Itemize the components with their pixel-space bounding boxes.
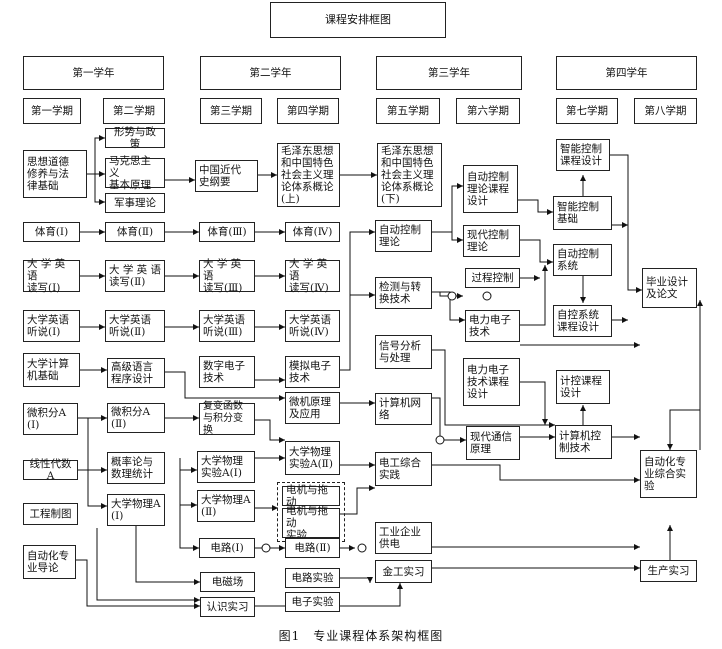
course-intelligent-control: 智能控制 基础 bbox=[553, 196, 612, 230]
year-second: 第二学年 bbox=[200, 56, 341, 90]
course-microcomputer: 微机原理 及应用 bbox=[285, 392, 340, 424]
semester-8: 第八学期 bbox=[634, 98, 697, 124]
course-motor-drive: 电机与拖动 bbox=[282, 484, 340, 508]
course-pe-3: 体育(Ⅲ) bbox=[199, 222, 255, 242]
year-fourth: 第四学年 bbox=[556, 56, 697, 90]
course-programming: 高级语言 程序设计 bbox=[107, 358, 165, 388]
course-pe-4: 体育(Ⅳ) bbox=[285, 222, 340, 242]
course-electronics-lab: 电子实验 bbox=[285, 592, 340, 612]
course-mao-theory-1: 毛泽东思想 和中国特色 社会主义理 论体系概论 (上) bbox=[277, 143, 340, 207]
course-english-rw-3: 大 学 英 语 读写(Ⅲ) bbox=[199, 258, 255, 294]
course-industrial-power-supply: 工业企业 供电 bbox=[375, 522, 432, 554]
course-power-electronics-design: 电力电子 技术课程 设计 bbox=[463, 358, 520, 406]
course-computer-basics: 大学计算 机基础 bbox=[23, 353, 80, 387]
course-modern-control: 现代控制 理论 bbox=[463, 225, 520, 257]
course-computer-network: 计算机网 络 bbox=[375, 393, 432, 425]
course-english-ls-3: 大学英语 听说(Ⅲ) bbox=[199, 310, 255, 342]
course-mao-theory-2: 毛泽东思想 和中国特色 社会主义理 论体系概论 (下) bbox=[377, 143, 442, 207]
course-auto-control-system: 自动控制 系统 bbox=[553, 244, 612, 276]
course-pe-1: 体育(Ⅰ) bbox=[23, 222, 80, 242]
course-probability: 概率论与 数理统计 bbox=[107, 452, 165, 484]
course-english-rw-2: 大 学 英 语 读写(Ⅱ) bbox=[105, 260, 165, 292]
course-english-ls-1: 大学英语 听说(Ⅰ) bbox=[23, 310, 80, 342]
course-electrical-practice: 电工综合 实践 bbox=[375, 452, 432, 486]
course-calculus-1: 微积分A (Ⅰ) bbox=[23, 403, 78, 435]
course-power-electronics: 电力电子 技术 bbox=[465, 310, 520, 342]
course-intelligent-control-design: 智能控制 课程设计 bbox=[556, 139, 610, 171]
course-circuits-lab: 电路实验 bbox=[285, 568, 340, 588]
semester-7: 第七学期 bbox=[556, 98, 618, 124]
course-electromagnetic-field: 电磁场 bbox=[200, 572, 255, 592]
course-detection-conversion: 检测与转 换技术 bbox=[375, 277, 432, 309]
course-modern-history: 中国近代 史纲要 bbox=[195, 160, 258, 192]
course-linear-algebra: 线性代数A bbox=[23, 458, 78, 482]
course-military-theory: 军事理论 bbox=[105, 193, 165, 213]
course-analog-electronics: 模拟电子 技术 bbox=[285, 356, 340, 388]
year-first: 第一学年 bbox=[23, 56, 164, 90]
course-automation-intro: 自动化专 业导论 bbox=[23, 545, 76, 579]
course-complex-functions: 复变函数 与积分变换 bbox=[199, 401, 255, 436]
course-physics-a1: 大学物理A (Ⅰ) bbox=[107, 494, 165, 526]
course-cognition-internship: 认识实习 bbox=[200, 597, 255, 617]
semester-6: 第六学期 bbox=[456, 98, 520, 124]
semester-2: 第二学期 bbox=[103, 98, 165, 124]
course-calculus-2: 微积分A (Ⅱ) bbox=[107, 403, 165, 433]
course-ideology-law: 思想道德 修养与法 律基础 bbox=[23, 150, 87, 198]
course-computer-control: 计算机控 制技术 bbox=[555, 425, 612, 459]
course-signal-analysis: 信号分析 与处理 bbox=[375, 335, 432, 369]
course-english-ls-4: 大学英语 听说(Ⅳ) bbox=[285, 310, 340, 342]
course-graduation-thesis: 毕业设计 及论文 bbox=[642, 268, 697, 308]
semester-5: 第五学期 bbox=[376, 98, 440, 124]
course-process-control: 过程控制 bbox=[465, 268, 520, 288]
course-situation-policy: 形势与政策 bbox=[105, 126, 165, 150]
course-motor-drive-lab: 电机与拖动 实验 bbox=[282, 505, 340, 541]
semester-1: 第一学期 bbox=[23, 98, 81, 124]
course-metalwork-internship: 金工实习 bbox=[375, 560, 432, 583]
course-circuits-1: 电路(Ⅰ) bbox=[199, 538, 255, 558]
course-digital-electronics: 数字电子 技术 bbox=[199, 356, 255, 388]
course-physics-lab-2: 大学物理 实验A(Ⅱ) bbox=[285, 441, 340, 475]
year-third: 第三学年 bbox=[376, 56, 522, 90]
course-physics-lab-1: 大学物理 实验A(Ⅰ) bbox=[197, 451, 255, 483]
course-control-system-design: 自控系统 课程设计 bbox=[553, 305, 612, 337]
course-production-internship: 生产实习 bbox=[640, 560, 697, 582]
course-computer-control-design: 计控课程 设计 bbox=[556, 370, 610, 404]
course-english-rw-4: 大 学 英 语 读写(Ⅳ) bbox=[285, 258, 340, 294]
course-english-rw-1: 大 学 英 语 读写(Ⅰ) bbox=[23, 258, 80, 294]
course-circuits-2: 电路(Ⅱ) bbox=[285, 538, 340, 558]
course-modern-communication: 现代通信 原理 bbox=[466, 426, 520, 460]
semester-3: 第三学期 bbox=[200, 98, 262, 124]
course-automation-lab: 自动化专 业综合实 验 bbox=[640, 450, 697, 498]
course-physics-a2: 大学物理A (Ⅱ) bbox=[197, 490, 255, 522]
course-auto-control-theory: 自动控制 理论 bbox=[375, 220, 432, 252]
course-pe-2: 体育(Ⅱ) bbox=[105, 222, 165, 242]
figure-caption: 图1 专业课程体系架构框图 bbox=[278, 629, 444, 643]
course-engineering-drawing: 工程制图 bbox=[23, 503, 78, 525]
page-title: 课程安排框图 bbox=[270, 2, 446, 38]
course-auto-control-design: 自动控制 理论课程 设计 bbox=[463, 165, 518, 213]
course-english-ls-2: 大学英语 听说(Ⅱ) bbox=[105, 310, 165, 342]
course-marxism: 马克思主义 基本原理 bbox=[105, 155, 165, 191]
semester-4: 第四学期 bbox=[277, 98, 339, 124]
